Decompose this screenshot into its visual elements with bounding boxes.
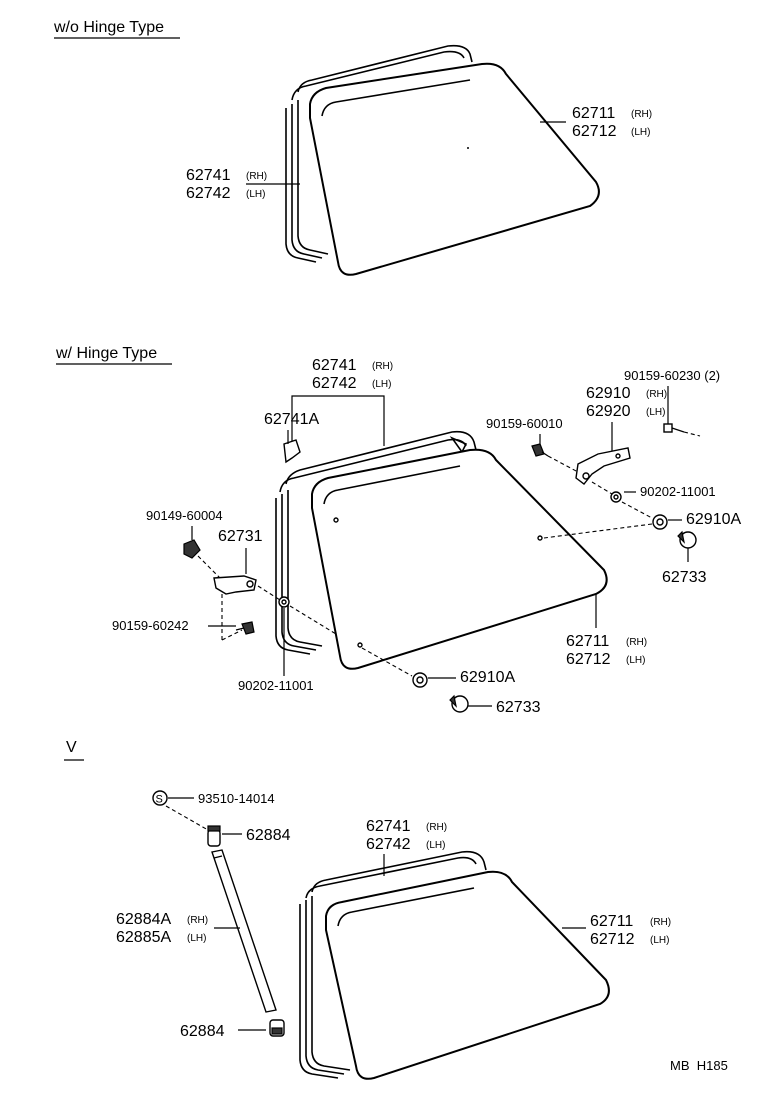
- section-title-v: V: [66, 739, 77, 756]
- part-suffix-lh: (LH): [426, 840, 445, 851]
- nut-icon: [652, 514, 668, 530]
- dashed-leader: [257, 585, 281, 601]
- svg-text:S: S: [156, 794, 163, 806]
- part-number-62742: 62742: [312, 375, 357, 392]
- part-number-62920: 62920: [586, 403, 631, 420]
- part-number-90159-60010: 90159-60010: [486, 416, 563, 431]
- part-suffix-rh: (RH): [626, 637, 647, 648]
- part-suffix-rh: (RH): [646, 389, 667, 400]
- part-number-62885a: 62885A: [116, 929, 171, 946]
- section-wo-hinge: w/o Hinge Type 62711 (RH) 62712 (LH) 627…: [53, 19, 652, 276]
- part-number-62741: 62741: [186, 167, 231, 184]
- part-number-62741: 62741: [312, 357, 357, 374]
- end-fitting-icon: [269, 1019, 285, 1037]
- part-suffix-lh: (LH): [631, 127, 650, 138]
- part-number-62733: 62733: [496, 699, 541, 716]
- dashed-leader: [361, 647, 413, 677]
- quarter-glass-icon: [311, 448, 608, 670]
- part-suffix-lh: (LH): [187, 933, 206, 944]
- dashed-leader: [591, 481, 613, 495]
- dashed-leader: [197, 555, 221, 579]
- part-suffix-lh: (LH): [372, 379, 391, 390]
- part-suffix-lh: (LH): [246, 189, 265, 200]
- quarter-glass-icon: [325, 870, 610, 1080]
- part-number-62711: 62711: [566, 633, 609, 650]
- diagram-reference-code: MB H185: [670, 1058, 728, 1073]
- dashed-leader: [621, 501, 653, 519]
- part-suffix-rh: (RH): [372, 361, 393, 372]
- dashed-leader: [683, 431, 701, 437]
- washer-icon: [278, 596, 290, 608]
- dashed-leader: [221, 629, 243, 641]
- hinge-icon: [575, 447, 631, 485]
- part-number-62884: 62884: [246, 827, 291, 844]
- part-number-62884a: 62884A: [116, 911, 171, 928]
- part-number-62712: 62712: [566, 651, 611, 668]
- part-number-90149-60004: 90149-60004: [146, 508, 223, 523]
- part-suffix-lh: (LH): [626, 655, 645, 666]
- quarter-glass-icon: [309, 62, 600, 276]
- part-suffix-rh: (RH): [650, 917, 671, 928]
- section-title-w-hinge: w/ Hinge Type: [55, 345, 157, 362]
- part-suffix-rh: (RH): [246, 171, 267, 182]
- glass-hole: [333, 517, 339, 523]
- part-number-93510-14014: 93510-14014: [198, 791, 275, 806]
- bolt-icon: [531, 443, 549, 457]
- hinge-icon: [213, 575, 257, 595]
- bolt-icon: [663, 423, 685, 433]
- nut-icon: [183, 539, 201, 559]
- part-number-90202-11001: 90202-11001: [238, 678, 314, 693]
- cap-icon: [677, 530, 697, 549]
- part-number-62711: 62711: [590, 913, 633, 930]
- end-fitting-icon: [207, 825, 221, 847]
- part-number-90159-60230: 90159-60230 (2): [624, 368, 720, 383]
- glass-hole: [357, 642, 363, 648]
- part-number-62884: 62884: [180, 1023, 225, 1040]
- part-number-62741a: 62741A: [264, 411, 319, 428]
- glass-center-dot: [467, 147, 469, 149]
- leader-62741-bracket: [291, 395, 385, 446]
- part-number-62910: 62910: [586, 385, 631, 402]
- part-suffix-rh: (RH): [631, 109, 652, 120]
- part-number-62741: 62741: [366, 818, 411, 835]
- part-suffix-rh: (RH): [426, 822, 447, 833]
- part-number-62742: 62742: [366, 836, 411, 853]
- dashed-leader: [547, 455, 579, 473]
- weatherstrip-seal-icon: [299, 850, 487, 1079]
- part-number-90202-11001: 90202-11001: [640, 484, 716, 499]
- dashed-leader: [165, 805, 209, 831]
- part-number-62742: 62742: [186, 185, 231, 202]
- gas-stay-icon: [211, 849, 277, 1013]
- section-v: V S 93510-14014 62884 62884A (RH) 62885A…: [64, 739, 671, 1080]
- clip-icon: [283, 430, 301, 464]
- cap-icon: [449, 694, 469, 713]
- part-number-62733: 62733: [662, 569, 707, 586]
- part-number-62731: 62731: [218, 528, 263, 545]
- s-mark-icon: S: [152, 790, 168, 806]
- part-number-90159-60242: 90159-60242: [112, 618, 189, 633]
- nut-icon: [412, 672, 428, 688]
- section-title-wo-hinge: w/o Hinge Type: [53, 19, 164, 36]
- washer-icon: [610, 491, 622, 503]
- part-number-62910a: 62910A: [686, 511, 741, 528]
- part-number-62712: 62712: [590, 931, 635, 948]
- part-number-62910a: 62910A: [460, 669, 515, 686]
- dashed-leader: [289, 605, 337, 635]
- weatherstrip-seal-icon: [275, 430, 477, 655]
- weatherstrip-seal-icon: [285, 44, 473, 263]
- part-number-62711: 62711: [572, 105, 615, 122]
- glass-hole: [537, 535, 543, 541]
- part-suffix-rh: (RH): [187, 915, 208, 926]
- part-suffix-lh: (LH): [646, 407, 665, 418]
- part-number-62712: 62712: [572, 123, 617, 140]
- bolt-icon: [235, 621, 255, 635]
- part-suffix-lh: (LH): [650, 935, 669, 946]
- section-w-hinge: w/ Hinge Type 62741 (RH) 62742 (LH) 6274…: [55, 345, 741, 716]
